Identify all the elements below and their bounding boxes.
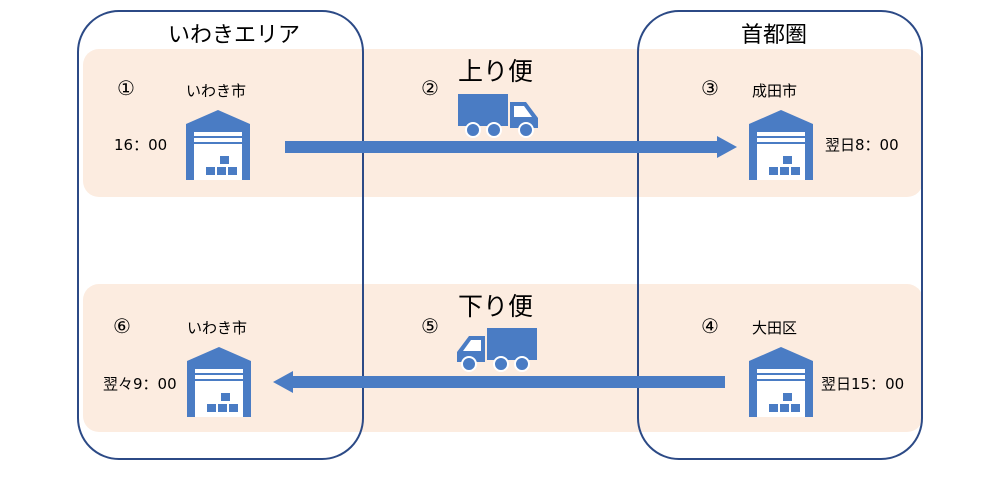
- step-6-number: ⑥: [113, 314, 131, 338]
- stop-4-time: 翌日15：00: [821, 375, 905, 393]
- shuto-area-title: 首都圏: [741, 23, 808, 48]
- stop-1-city: いわき市: [186, 82, 247, 100]
- arrow-left-icon: [273, 371, 725, 393]
- stop-3-city: 成田市: [752, 82, 798, 100]
- warehouse-icon: [187, 347, 251, 417]
- stop-6-city: いわき市: [187, 319, 248, 337]
- arrow-right-icon: [285, 136, 737, 158]
- stop-6-time: 翌々9：00: [103, 375, 177, 393]
- warehouse-icon: [186, 110, 250, 180]
- shuto-area-box: [637, 10, 923, 460]
- warehouse-icon: [749, 347, 813, 417]
- stop-1-time: 16：00: [114, 136, 168, 154]
- warehouse-icon: [749, 110, 813, 180]
- iwaki-area-box: [77, 10, 364, 460]
- step-3-number: ③: [701, 76, 719, 100]
- stop-4-city: 大田区: [752, 319, 798, 337]
- step-4-number: ④: [701, 314, 719, 338]
- step-5-number: ⑤: [421, 314, 439, 338]
- down-route-label: 下り便: [458, 292, 534, 321]
- up-route-label: 上り便: [458, 57, 534, 86]
- step-1-number: ①: [117, 76, 135, 100]
- iwaki-area-title: いわきエリア: [168, 23, 301, 48]
- step-2-number: ②: [421, 76, 439, 100]
- stop-3-time: 翌日8：00: [825, 136, 899, 154]
- truck-icon: [455, 326, 537, 372]
- truck-icon: [458, 92, 540, 138]
